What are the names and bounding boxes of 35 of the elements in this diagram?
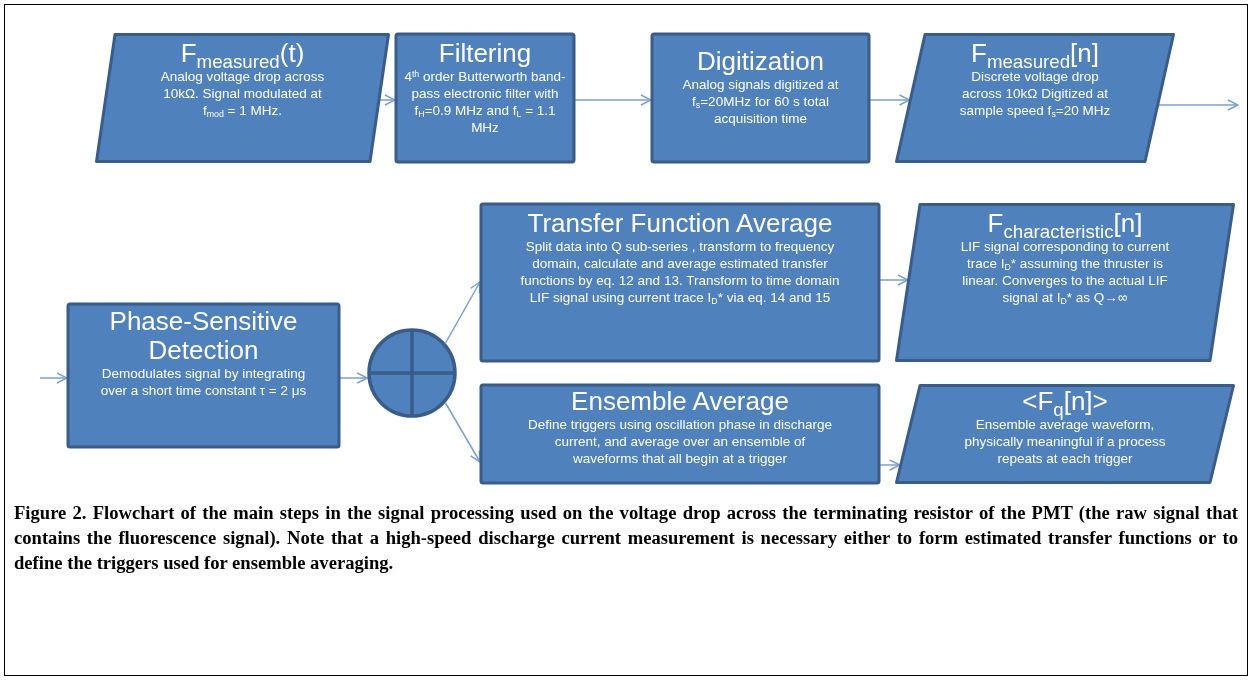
step-title: Digitization [696, 47, 825, 76]
summing-junction-circle [367, 328, 457, 418]
step-description: Split data into Q sub-series , transform to frequency domain, calculate and average estimated transfer functions by eq. 12 and 13. Transform to time domain LIF signal using current trace I$_{D}$* via eq. 14 and 15 [519, 238, 841, 306]
process-box [651, 33, 870, 163]
arrow [39, 372, 68, 384]
data-parallelogram [95, 33, 390, 163]
step-description: Analog signals digitized at f$_{s}$=20MHz for 60 s total acquisition time [681, 76, 840, 127]
process-box [395, 33, 575, 163]
arrow [444, 402, 481, 463]
step-title: Filtering [438, 39, 532, 68]
process-box [480, 203, 880, 362]
step-title: Phase-Sensitive Detection [108, 307, 299, 365]
step-description: Analog voltage drop across 10kΩ. Signal modulated at f$_{mod}$ = 1 MHz. [159, 68, 326, 119]
arrow [879, 274, 909, 286]
arrow [339, 372, 369, 384]
arrow [574, 94, 652, 106]
arrow [444, 281, 481, 344]
process-box [480, 384, 880, 484]
step-title: F$_{measured}$[n] [971, 39, 1099, 68]
step-title: Transfer Function Average [527, 209, 833, 238]
data-parallelogram [895, 384, 1235, 484]
process-box [67, 303, 340, 448]
step-description: Define triggers using oscillation phase in discharge current, and average over an ensemble of waveforms that all begin at a trigger [527, 416, 833, 467]
step-description: Demodulates signal by integrating over a short time constant τ = 2 μs [99, 365, 308, 399]
arrow [879, 459, 901, 471]
step-description: Discrete voltage drop across 10kΩ Digitized at sample speed f$_{s}$=20 MHz [958, 68, 1112, 119]
step-title: F$_{measured}$(t) [180, 39, 305, 68]
figure-caption: Figure 2. Flowchart of the main steps in the signal processing used on the voltage drop across the terminating resistor of the PMT (the raw signal that contains the fluorescence signal). Note that a high-speed discharge current measurement is necessary either to form estimated transfer functions or to define the triggers used for ensemble averaging. [14, 501, 1238, 575]
data-parallelogram [895, 203, 1235, 362]
step-description: LIF signal corresponding to current trace I$_{D}$* assuming the thruster is linear. Converges to the actual LIF signal at I$_{D}$* as Q→∞ [959, 238, 1171, 306]
data-parallelogram [895, 33, 1175, 163]
step-title: F$_{characteristic}$[n] [987, 209, 1143, 238]
step-description: 4$^{th}$ order Butterworth band-pass electronic filter with f$_{H}$=0.9 MHz and f$_{L}$ = 1.1 MHz [403, 68, 567, 136]
arrow [869, 94, 911, 106]
step-title: Ensemble Average [571, 387, 789, 416]
